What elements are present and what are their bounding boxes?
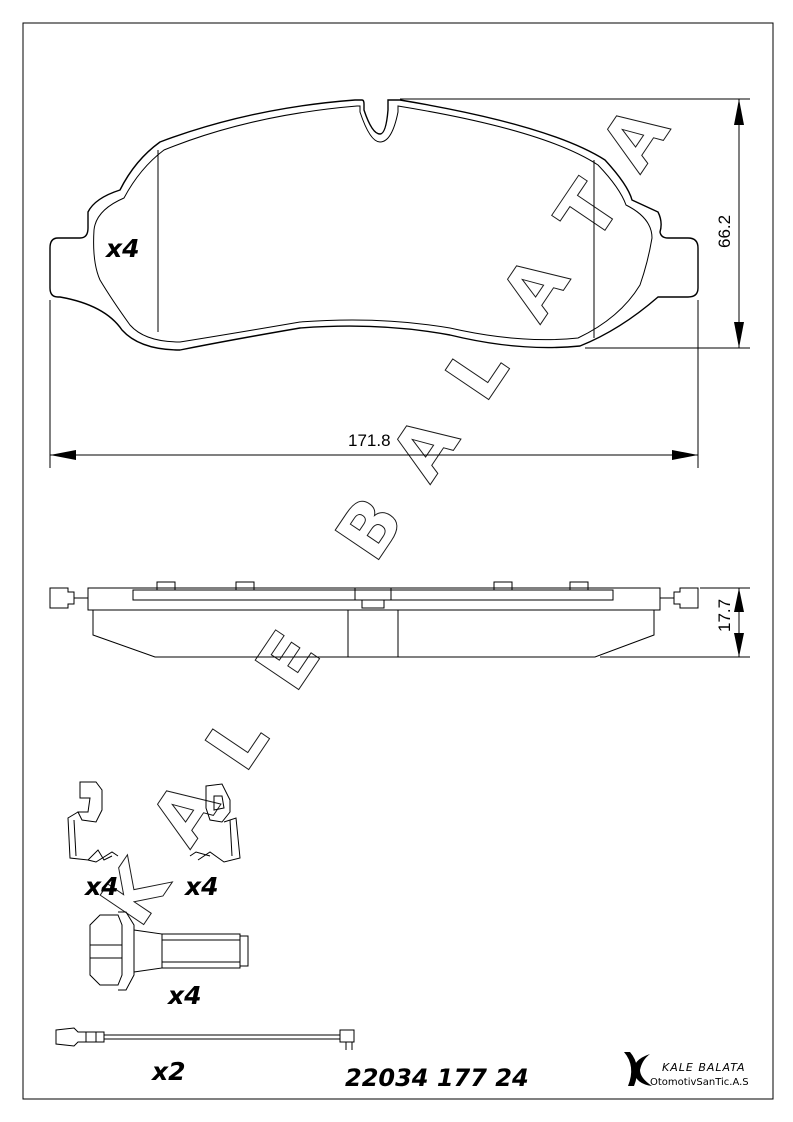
anti-rattle-clip-right: x4	[183, 783, 241, 901]
friction-block-side	[92, 610, 655, 658]
clip-tab	[235, 581, 255, 591]
bolt-tip	[239, 935, 249, 967]
sensor-quantity: x2	[150, 1057, 186, 1086]
brand-company: OtomotivSanTic.A.S	[650, 1077, 749, 1088]
clip-shape	[87, 851, 119, 863]
logo-mark	[624, 1052, 638, 1086]
watermark-letter: A	[584, 91, 685, 184]
clip-tab	[493, 581, 513, 591]
guide-bolt: x4	[89, 911, 249, 1010]
clip-left-quantity: x4	[83, 872, 119, 901]
bolt-flange	[118, 911, 135, 991]
watermark: K A L E B A L A T A	[84, 91, 686, 940]
watermark-letter: L	[189, 699, 284, 784]
arrow-head	[50, 450, 76, 460]
width-value: 171.8	[348, 431, 391, 450]
clip-shape	[205, 783, 231, 823]
backing-plate-side	[673, 587, 699, 609]
clip-shape	[229, 819, 233, 857]
clip-shape	[213, 795, 225, 811]
bolt-head	[89, 914, 123, 986]
clip-right-quantity: x4	[183, 872, 219, 901]
part-number: 22034 177 24	[345, 1064, 529, 1092]
pad-front-view: x4	[49, 99, 699, 351]
arrow-head	[672, 450, 698, 460]
sensor-connector	[55, 1027, 105, 1047]
watermark-letter: E	[239, 617, 336, 705]
anti-rattle-clip-left: x4	[67, 781, 119, 901]
watermark-letter: L	[429, 329, 524, 414]
brand-logo: KALE BALATA OtomotivSanTic.A.S	[624, 1052, 749, 1088]
watermark-letter: A	[484, 241, 585, 334]
shim-layer	[132, 589, 614, 601]
wear-sensor: x2	[55, 1027, 355, 1086]
width-dimension: 171.8	[49, 300, 699, 468]
thickness-dimension: 17.7	[600, 587, 750, 658]
height-dimension: 66.2	[400, 98, 750, 349]
clip-shape	[77, 781, 103, 823]
center-tab	[361, 599, 385, 609]
arrow-head	[734, 588, 744, 612]
height-value: 66.2	[715, 215, 734, 248]
friction-material-outline	[93, 105, 653, 343]
clip-tab	[569, 581, 589, 591]
drawing-frame	[22, 22, 774, 1100]
clip-shape	[73, 819, 77, 857]
pad-quantity: x4	[104, 234, 140, 263]
backing-plate-side	[49, 587, 75, 609]
pad-side-view	[49, 581, 699, 658]
arrow-head	[734, 322, 744, 348]
watermark-letter: A	[134, 766, 235, 859]
clip-tab	[156, 581, 176, 591]
backing-plate	[87, 587, 661, 611]
clip-shape	[189, 851, 211, 857]
logo-mark	[633, 1054, 652, 1086]
thickness-value: 17.7	[715, 599, 734, 632]
arrow-head	[734, 99, 744, 125]
clip-shape	[197, 817, 241, 863]
brand-name: KALE BALATA	[662, 1061, 745, 1074]
arrow-head	[734, 633, 744, 657]
backing-plate-outline	[49, 99, 699, 351]
bolt-thread	[161, 933, 241, 969]
sensor-probe	[339, 1029, 355, 1043]
watermark-letter: B	[319, 482, 419, 574]
bolt-quantity: x4	[166, 981, 202, 1010]
